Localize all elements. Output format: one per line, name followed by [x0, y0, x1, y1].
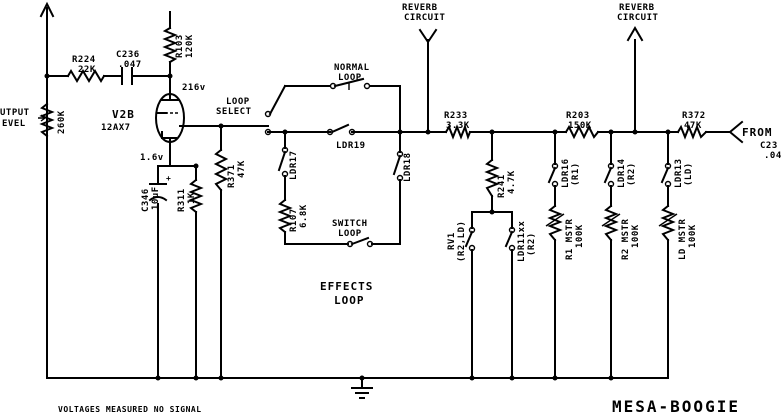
capacitor-c346: + [148, 174, 171, 202]
capacitor-c236 [121, 67, 133, 85]
r311-ref: R311 [177, 188, 187, 212]
switch-rv1 [464, 226, 476, 252]
r241-value: 4.7K [507, 170, 517, 194]
r203-ref: R203 [566, 111, 590, 121]
rv1-ref: RV1 [447, 232, 457, 250]
labels: REVERB CIRCUIT REVERB CIRCUIT UTPUT EVEL… [0, 3, 782, 416]
input-arrow-from [728, 120, 744, 144]
reverb-arrow-2 [626, 26, 644, 42]
normal-loop-line1: NORMAL [334, 63, 370, 73]
r1-master-value: 100K [575, 224, 585, 248]
c23-ref-partial: C23 [760, 141, 778, 151]
resistor-r203 [564, 124, 600, 140]
switch-ldr16 [547, 162, 559, 188]
pot-value-260k: 260K [57, 110, 67, 134]
ldr18-label: LDR18 [403, 152, 413, 182]
r311-value: 1K [187, 192, 197, 204]
switch-loop-line1: SWITCH [332, 219, 368, 229]
v2b-plate-voltage: 216v [182, 83, 206, 93]
switch-ldr17 [277, 146, 289, 178]
r2-master-value: 100K [631, 224, 641, 248]
ldr11-ref: LDR11xx [517, 220, 527, 262]
r107-ref: R107 [289, 208, 299, 232]
ldr14-sub: (R2) [627, 162, 637, 186]
r371-ref: R371 [227, 164, 237, 188]
v2b-cathode-voltage: 1.6v [140, 153, 164, 163]
ldr14-ref: LDR14 [617, 158, 627, 188]
junction-dots [44, 73, 671, 381]
c23-value-partial: .04 [764, 151, 782, 161]
c346-ref: C346 [141, 188, 151, 212]
r103-value: 120K [185, 34, 195, 58]
vacuum-tube-v2b [155, 93, 185, 143]
switch-loop-select [264, 110, 272, 136]
ld-master-value: 100K [688, 224, 698, 248]
ldr11-sub: (R2) [527, 232, 537, 256]
potentiometer-r1-master [545, 204, 565, 242]
switch-ldr19 [326, 123, 356, 136]
loop-select-line2: SELECT [216, 107, 252, 117]
r224-ref: R224 [72, 55, 96, 65]
resistor-r371 [213, 148, 229, 192]
r224-value: 22K [78, 65, 96, 75]
resistor-r241 [484, 158, 500, 198]
brand-title: MESA-BOOGIE [612, 397, 740, 416]
resistor-r107 [277, 198, 293, 234]
ldr16-ref: LDR16 [561, 158, 571, 188]
r372-ref: R372 [682, 111, 706, 121]
resistor-r372 [676, 124, 708, 140]
reverb-label-2-line1: REVERB [619, 3, 655, 13]
ldr13-ref: LDR13 [674, 158, 684, 188]
rv1-sub: (R2,LD) [457, 221, 467, 262]
switch-ldr18 [392, 150, 404, 182]
reverb-label-1-line2: CIRCUIT [404, 13, 446, 23]
switch-ldr14 [603, 162, 615, 188]
ld-master-ref: LD MSTR [678, 218, 688, 260]
output-level-line2: EVEL [2, 119, 26, 129]
switch-normal-loop [329, 77, 371, 90]
r371-value: 47K [237, 160, 247, 178]
reverb-label-2-line2: CIRCUIT [617, 13, 659, 23]
ldr19-label: LDR19 [336, 141, 366, 151]
effects-loop-line1: EFFECTS [320, 280, 373, 293]
c236-value: .047 [118, 60, 142, 70]
ldr17-label: LDR17 [289, 150, 299, 180]
reverb-arrow-1 [418, 28, 438, 44]
r203-value: 150K [568, 121, 592, 131]
resistor-r233 [444, 123, 472, 141]
loop-select-line1: LOOP [226, 97, 250, 107]
output-level-line1: UTPUT [0, 108, 30, 118]
svg-text:+: + [166, 174, 171, 183]
switch-switch-loop [346, 236, 374, 248]
normal-loop-line2: LOOP [338, 73, 362, 83]
r233-value: 3.3K [446, 121, 470, 131]
r233-ref: R233 [444, 111, 468, 121]
potentiometer-r2-master [601, 204, 621, 242]
v2b-ref: V2B [112, 108, 135, 121]
resistor-r311 [188, 178, 204, 214]
r103-ref: R103 [175, 34, 185, 58]
switch-loop-line2: LOOP [338, 229, 362, 239]
switch-ldr13 [660, 162, 672, 188]
c236-ref: C236 [116, 50, 140, 60]
reverb-label-1-line1: REVERB [402, 3, 438, 13]
switch-ldr11 [504, 226, 516, 252]
ldr13-sub: (LD) [684, 162, 694, 186]
footer-note: VOLTAGES MEASURED NO SIGNAL [58, 405, 202, 414]
effects-loop-line2: LOOP [334, 294, 365, 307]
potentiometer-output-level [38, 102, 55, 138]
from-label: FROM [742, 126, 773, 139]
resistor-r224 [66, 69, 106, 83]
r372-value: 47K [684, 121, 702, 131]
r1-master-ref: R1 MSTR [565, 218, 575, 260]
r2-master-ref: R2 MSTR [621, 218, 631, 260]
potentiometer-ld-master [658, 204, 678, 242]
r241-ref: R241 [497, 174, 507, 198]
resistor-r103 [162, 26, 178, 64]
ldr16-sub: (R1) [571, 162, 581, 186]
v2b-type: 12AX7 [101, 123, 131, 133]
r107-value: 6.8K [299, 204, 309, 228]
c346-value: 10uF [151, 186, 161, 210]
